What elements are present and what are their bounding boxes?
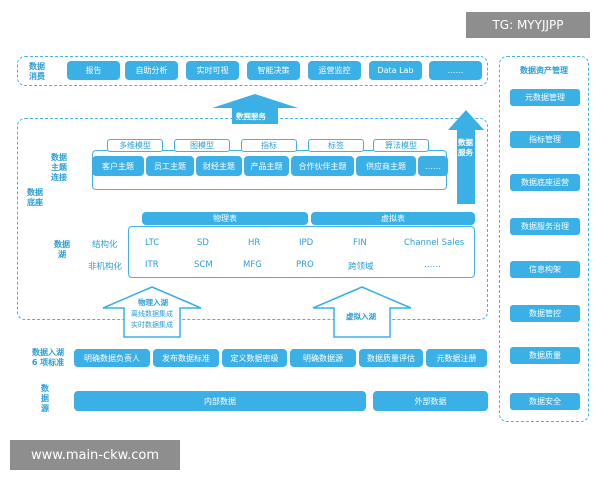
- data-base-label: 数据 底座: [27, 188, 43, 207]
- data-service-right-arrow: [448, 110, 484, 204]
- structured-label: 结构化: [92, 240, 118, 250]
- lake-structured-item: LTC: [145, 238, 160, 248]
- standard-item: 发布数据标准: [153, 349, 219, 367]
- data-service-arrow: [212, 94, 298, 124]
- external-data-bar: 外部数据: [373, 391, 488, 411]
- data-base-layer: [17, 118, 488, 320]
- lake-structured-item: FIN: [353, 238, 367, 248]
- asset-mgmt-item: 指标管理: [510, 131, 580, 148]
- lake-structured-item: SD: [197, 238, 209, 248]
- theme-subject: 产品主题: [244, 156, 289, 176]
- physical-in-sub2: 实时数据集成: [131, 321, 173, 329]
- theme-model: 标签: [308, 139, 364, 152]
- lake-structured-item: IPD: [299, 238, 314, 248]
- standard-item: 数据质量评估: [359, 349, 423, 367]
- consumption-layer: [17, 56, 488, 86]
- lake-unstructured-item: PRO: [296, 260, 314, 270]
- physical-in-label: 物理入湖: [138, 298, 168, 307]
- consumption-item: 报告: [67, 61, 120, 80]
- standard-item: 定义数据密级: [222, 349, 287, 367]
- theme-subject: 供应商主题: [356, 156, 416, 176]
- watermark-top: TG: MYYJJPP: [466, 12, 590, 38]
- consumption-item: 运营监控: [308, 61, 361, 80]
- unstructured-label: 非机构化: [88, 262, 123, 272]
- asset-mgmt-item: 数据底座运营: [510, 174, 580, 191]
- theme-subject: 员工主题: [146, 156, 194, 176]
- watermark-bottom: www.main-ckw.com: [10, 440, 180, 470]
- standard-item: 明确数据负责人: [74, 349, 150, 367]
- virtual-in-arrow: [312, 286, 412, 338]
- standard-item: 明确数据源: [290, 349, 356, 367]
- data-lake-label: 数据 湖: [54, 240, 70, 259]
- theme-subject: 财经主题: [196, 156, 242, 176]
- consumption-item: 自助分析: [125, 61, 178, 80]
- asset-mgmt-title: 数据资产管理: [520, 66, 568, 75]
- standards-label: 数据入湖 6 项标准: [31, 348, 65, 367]
- asset-mgmt-item: 数据服务治理: [510, 218, 580, 235]
- physical-table-bar: 物理表: [142, 212, 308, 225]
- lake-structured-item: HR: [248, 238, 261, 248]
- asset-mgmt-item: 元数据管理: [510, 89, 580, 106]
- theme-model: 算法模型: [373, 139, 429, 152]
- lake-unstructured-item: MFG: [243, 260, 262, 270]
- theme-model: 多维模型: [107, 139, 163, 152]
- theme-model: 指标: [241, 139, 297, 152]
- lake-unstructured-item: SCM: [194, 260, 213, 270]
- source-label: 数 据 源: [41, 384, 49, 413]
- lake-unstructured-item: ……: [424, 260, 441, 270]
- asset-mgmt-item: 数据安全: [510, 393, 580, 410]
- theme-model: 图模型: [174, 139, 230, 152]
- data-lake-box: [128, 226, 475, 278]
- theme-subject: 合作伙伴主题: [291, 156, 354, 176]
- lake-unstructured-item: 跨领域: [348, 262, 374, 272]
- virtual-in-label: 虚拟入湖: [346, 312, 376, 321]
- data-service-right-label: 数据 服务: [458, 138, 473, 157]
- consumption-item: 智能决策: [247, 61, 300, 80]
- physical-in-arrow: [102, 286, 202, 338]
- internal-data-bar: 内部数据: [74, 391, 366, 411]
- standard-item: 元数据注册: [426, 349, 487, 367]
- asset-mgmt-item: 数据质量: [510, 347, 580, 364]
- consumption-item: Data Lab: [369, 61, 422, 80]
- theme-subject: ……: [418, 156, 448, 176]
- asset-mgmt-item: 数据管控: [510, 305, 580, 322]
- virtual-table-bar: 虚拟表: [311, 212, 475, 225]
- asset-mgmt-panel: [499, 56, 589, 422]
- theme-subject: 客户主题: [92, 156, 144, 176]
- consumption-item: ……: [429, 61, 482, 80]
- lake-unstructured-item: ITR: [145, 260, 159, 270]
- consumption-label: 数据 消费: [29, 62, 45, 81]
- theme-connection-label: 数据 主题 连接: [51, 153, 67, 182]
- asset-mgmt-item: 信息构架: [510, 261, 580, 278]
- consumption-item: 实时可视: [186, 61, 239, 80]
- physical-in-sub1: 离线数据集成: [131, 310, 173, 318]
- data-service-label: 数据服务: [236, 112, 266, 121]
- lake-structured-item: Channel Sales: [404, 238, 465, 248]
